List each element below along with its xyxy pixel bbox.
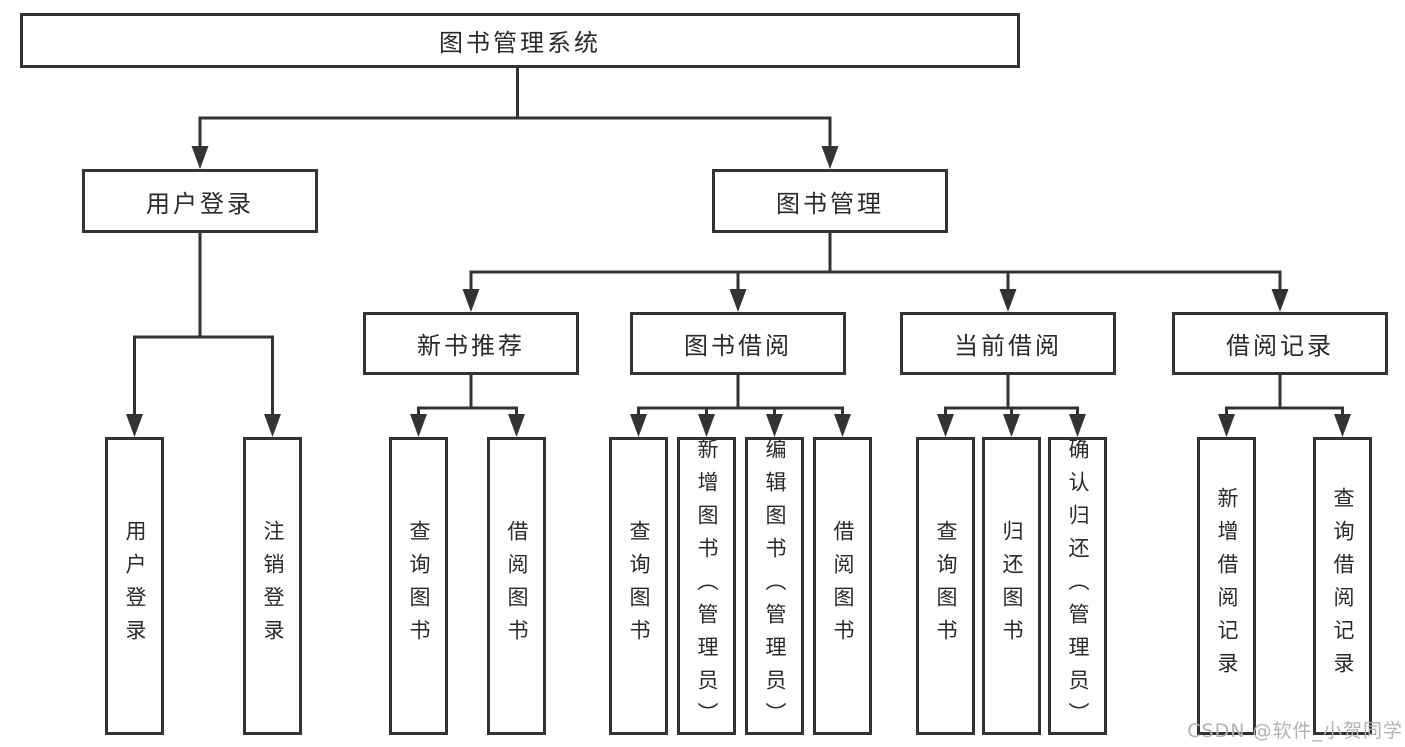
leaf-add-books-admin: 新增图书（管理员） (677, 437, 736, 735)
leaf-return-books-label: 归还图书 (1000, 520, 1024, 652)
leaf-edit-books-admin-label: 编辑图书（管理员） (763, 437, 787, 735)
leaf-borrow-query-books: 查询图书 (609, 437, 668, 735)
leaf-query-borrow-record-label: 查询借阅记录 (1331, 487, 1355, 685)
leaf-borrow-books: 借阅图书 (813, 437, 872, 735)
node-new-book-recommend-label: 新书推荐 (417, 332, 525, 360)
leaf-query-borrow-record: 查询借阅记录 (1313, 437, 1372, 735)
node-current-borrowing-label: 当前借阅 (954, 332, 1062, 360)
node-book-management: 图书管理 (712, 169, 948, 233)
leaf-current-query-books: 查询图书 (916, 437, 975, 735)
leaf-current-query-books-label: 查询图书 (934, 520, 958, 652)
leaf-return-books: 归还图书 (982, 437, 1041, 735)
leaf-confirm-return-admin-label: 确认归还（管理员） (1066, 437, 1090, 735)
node-book-borrowing-label: 图书借阅 (684, 332, 792, 360)
leaf-add-books-admin-label: 新增图书（管理员） (695, 437, 719, 735)
leaf-newbook-query-books-label: 查询图书 (407, 520, 431, 652)
node-borrow-records-label: 借阅记录 (1226, 332, 1334, 360)
leaf-user-login: 用户登录 (105, 437, 164, 735)
leaf-confirm-return-admin: 确认归还（管理员） (1048, 437, 1107, 735)
node-borrow-records: 借阅记录 (1172, 312, 1388, 375)
node-current-borrowing: 当前借阅 (900, 312, 1116, 375)
node-user-login: 用户登录 (82, 169, 318, 233)
leaf-newbook-borrow-books-label: 借阅图书 (505, 520, 529, 652)
node-book-borrowing: 图书借阅 (630, 312, 846, 375)
node-root: 图书管理系统 (20, 13, 1020, 68)
leaf-newbook-query-books: 查询图书 (389, 437, 448, 735)
node-new-book-recommend: 新书推荐 (363, 312, 579, 375)
leaf-add-borrow-record: 新增借阅记录 (1197, 437, 1256, 735)
leaf-add-borrow-record-label: 新增借阅记录 (1215, 487, 1239, 685)
leaf-edit-books-admin: 编辑图书（管理员） (745, 437, 804, 735)
leaf-newbook-borrow-books: 借阅图书 (487, 437, 546, 735)
leaf-logout-label: 注销登录 (261, 520, 285, 652)
node-book-management-label: 图书管理 (776, 189, 884, 218)
leaf-borrow-books-label: 借阅图书 (831, 520, 855, 652)
leaf-user-login-label: 用户登录 (123, 520, 147, 652)
node-user-login-label: 用户登录 (146, 189, 254, 218)
leaf-borrow-query-books-label: 查询图书 (627, 520, 651, 652)
node-root-label: 图书管理系统 (439, 29, 601, 57)
watermark: CSDN @软件_小贺同学 (1187, 720, 1403, 742)
leaf-logout: 注销登录 (243, 437, 302, 735)
